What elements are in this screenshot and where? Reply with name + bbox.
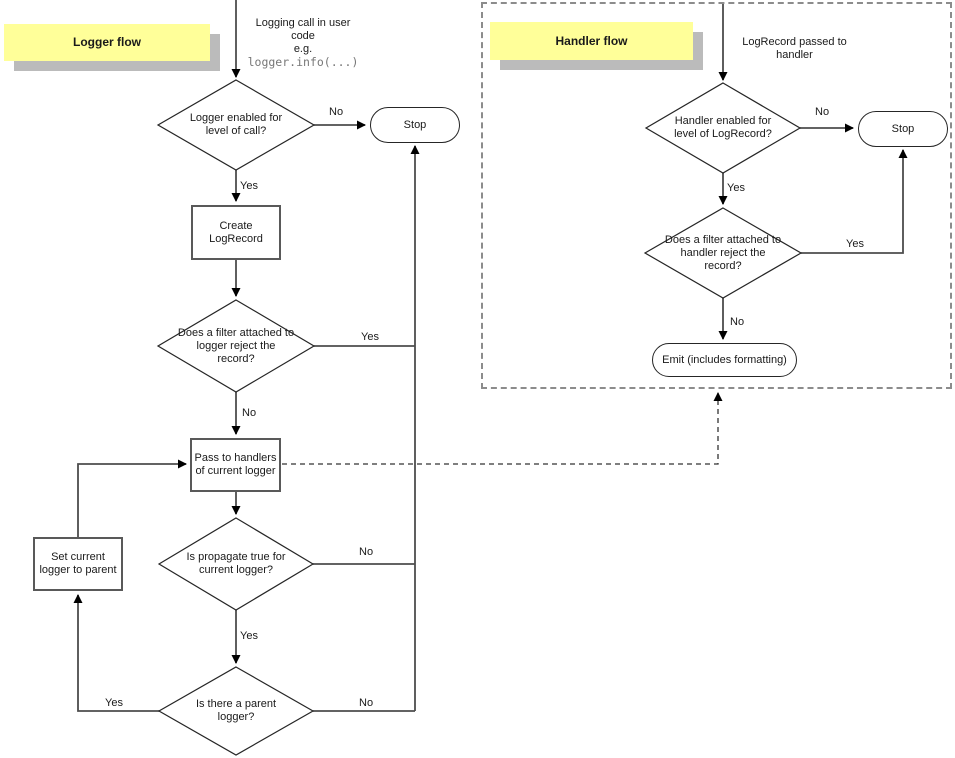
set-current-logger-box: Set current logger to parent: [33, 537, 123, 591]
logger-start-annotation: Logging call in user code e.g. logger.in…: [238, 17, 368, 69]
logger-flow-title-label: Logger flow: [73, 35, 141, 49]
handler-flow-panel: [481, 2, 952, 389]
edge-handler-filter-yes-to-stop: [801, 149, 908, 254]
logger-enabled-decision-label: Logger enabled for level of call?: [189, 112, 283, 137]
logger-filter-diamond: [156, 299, 316, 393]
logger-start-line2: code: [291, 30, 315, 42]
handler-flow-title: Handler flow: [490, 22, 693, 60]
logger-enabled-diamond: [156, 79, 316, 171]
propagate-diamond: [157, 517, 315, 611]
handler-filter-yes-label: Yes: [846, 238, 864, 250]
logger-start-line1: Logging call in user: [255, 17, 351, 29]
handler-start-annotation: LogRecord passed to handler: [742, 36, 847, 61]
handler-enabled-yes-label: Yes: [727, 182, 745, 194]
set-current-logger-label: Set current logger to parent: [39, 551, 117, 576]
logger-stop-node: Stop: [370, 107, 460, 143]
handler-stop-label: Stop: [891, 122, 915, 135]
edge-pass-to-handler-flow-dashed: [282, 392, 723, 465]
logger-start-line3: e.g.: [293, 43, 313, 55]
handler-enabled-diamond: [644, 82, 802, 174]
pass-to-handlers-label: Pass to handlers of current logger: [194, 452, 277, 477]
propagate-yes-label: Yes: [240, 630, 258, 642]
create-logrecord-label: Create LogRecord: [209, 219, 263, 245]
logger-enabled-no-label: No: [329, 106, 344, 118]
handler-enabled-decision-label: Handler enabled for level of LogRecord?: [674, 115, 772, 140]
handler-filter-decision-label: Does a filter attached to handler reject…: [664, 233, 782, 272]
logger-filter-yes-label: Yes: [361, 331, 379, 343]
emit-label: Emit (includes formatting): [662, 353, 787, 366]
handler-flow-title-label: Handler flow: [555, 33, 628, 48]
logger-filter-no-label: No: [242, 407, 257, 419]
create-logrecord-box: Create LogRecord: [191, 205, 281, 260]
logger-stop-label: Stop: [403, 118, 427, 131]
logger-enabled-yes-label: Yes: [240, 180, 258, 192]
emit-node: Emit (includes formatting): [652, 343, 797, 377]
handler-enabled-no-label: No: [815, 106, 830, 118]
parent-no-label: No: [359, 697, 374, 709]
edge-parent-yes-to-set-parent: [73, 594, 160, 712]
pass-to-handlers-box: Pass to handlers of current logger: [190, 438, 281, 492]
propagate-decision-label: Is propagate true for current logger?: [186, 551, 286, 576]
logger-flow-title: Logger flow: [4, 24, 210, 61]
handler-filter-diamond: [643, 207, 803, 299]
parent-logger-diamond: [157, 666, 315, 756]
parent-yes-label: Yes: [105, 697, 123, 709]
handler-stop-node: Stop: [858, 111, 948, 147]
edge-set-parent-to-pass: [77, 459, 187, 537]
logger-filter-decision-label: Does a filter attached to logger reject …: [177, 326, 295, 365]
propagate-no-label: No: [359, 546, 374, 558]
handler-filter-no-label: No: [730, 316, 745, 328]
parent-logger-decision-label: Is there a parent logger?: [195, 698, 277, 723]
logger-start-code: logger.info(...): [247, 55, 359, 69]
